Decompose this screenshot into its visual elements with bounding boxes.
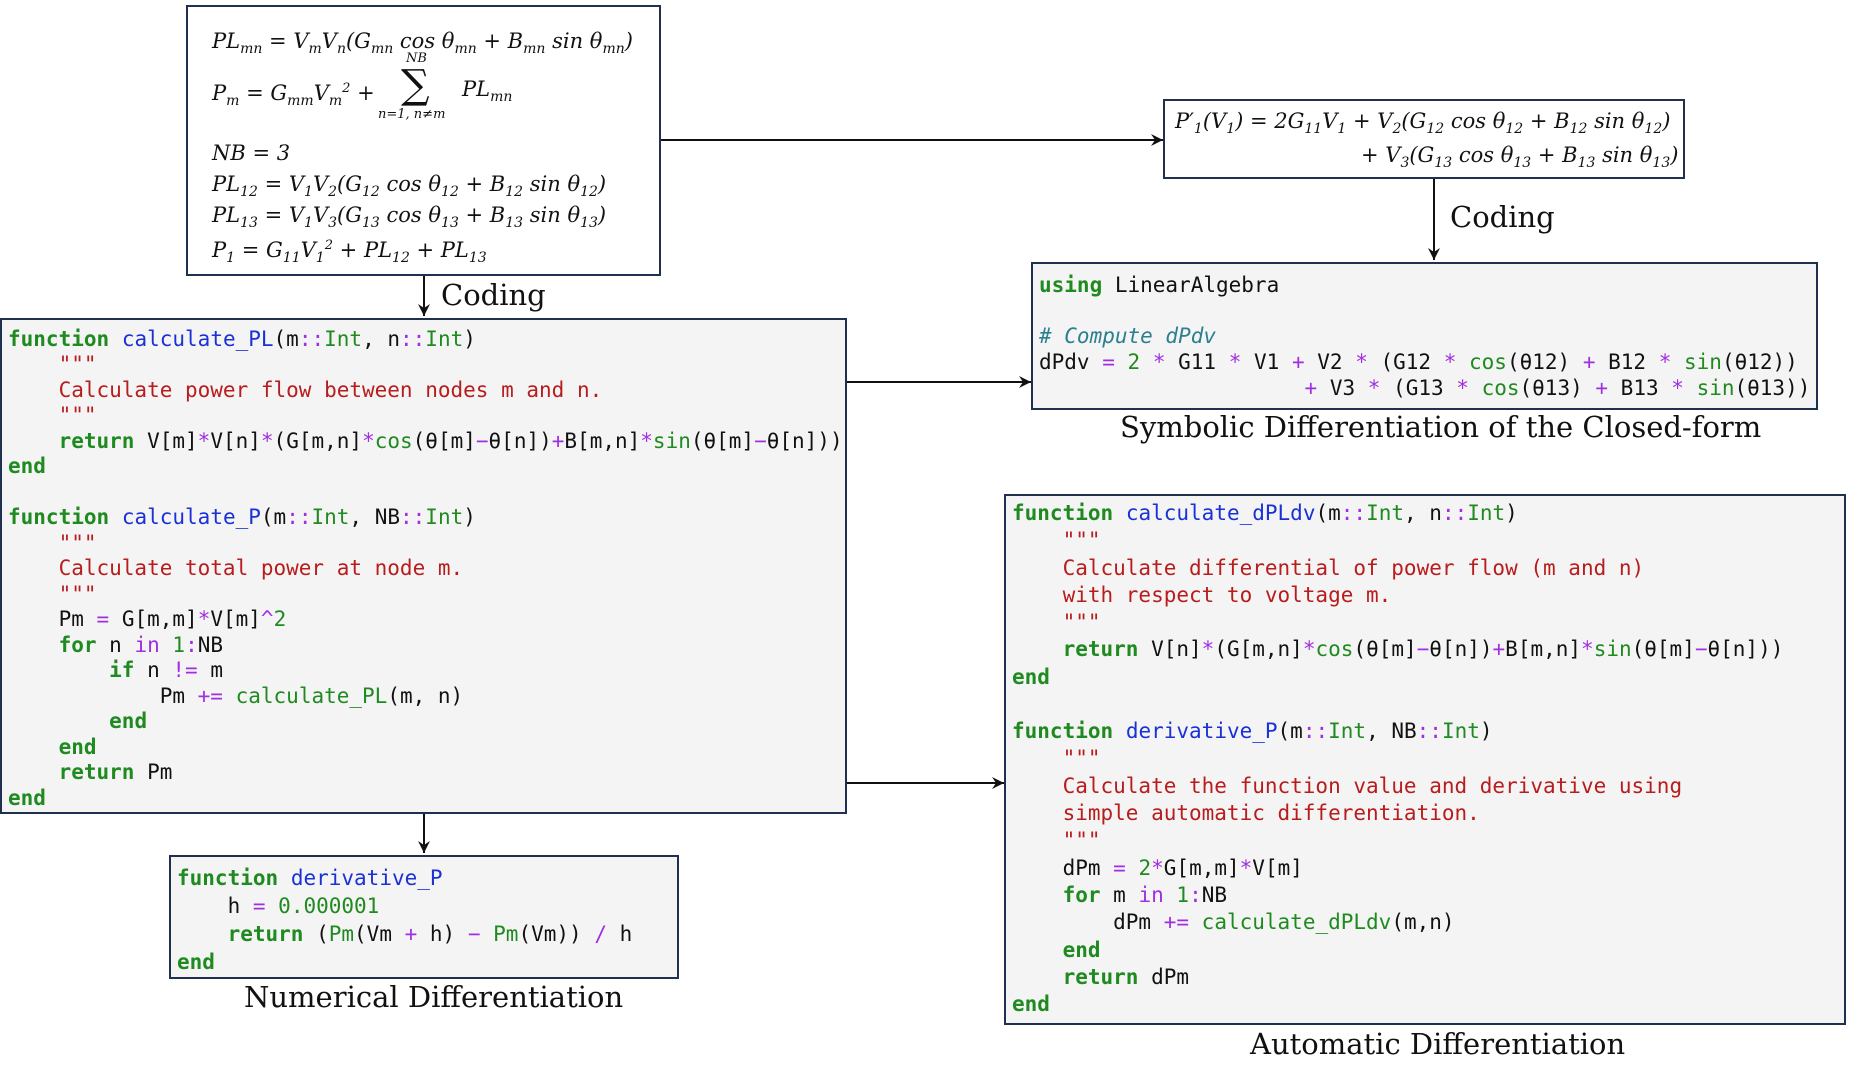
code-line: if n != m	[109, 658, 223, 682]
numerical-caption: Numerical Differentiation	[244, 980, 624, 1014]
code-line: end	[8, 786, 46, 810]
equation-pm: Pm = GmmVm2 +	[212, 81, 375, 110]
code-line: return V[m]*V[n]*(G[m,n]*cos(θ[m]−θ[n])+…	[58, 429, 843, 453]
code-line: Pm += calculate_PL(m, n)	[8, 684, 464, 708]
equation-pl13: PL13 = V1V3(G13 cos θ13 + B13 sin θ13)	[212, 203, 607, 232]
code-line: end	[58, 735, 97, 759]
code-line: """	[8, 582, 97, 606]
code-line: Calculate the function value and derivat…	[1012, 774, 1683, 798]
code-line: end	[8, 454, 46, 478]
code-line: dPm = 2*G[m,m]*V[m]	[1012, 856, 1303, 880]
power-equations-box: PLmn = VmVn(Gmn cos θmn + Bmn sin θmn) P…	[186, 5, 661, 276]
automatic-caption: Automatic Differentiation	[1250, 1027, 1626, 1061]
equation-plmn: PLmn = VmVn(Gmn cos θmn + Bmn sin θmn)	[212, 29, 633, 58]
code-line: with respect to voltage m.	[1012, 583, 1392, 607]
equation-pl12: PL12 = V1V2(G12 cos θ12 + B12 sin θ12)	[212, 172, 607, 201]
equation-pm-pl: PLmn	[462, 77, 513, 106]
code-line: simple automatic differentiation.	[1012, 801, 1480, 825]
automatic-code-box: function calculate_dPLdv(m::Int, n::Int)…	[1004, 494, 1846, 1025]
code-line: dPdv = 2 * G11 * V1 + V2 * (G12 * cos(θ1…	[1039, 350, 1798, 374]
code-line: return V[n]*(G[m,n]*cos(θ[m]−θ[n])+B[m,n…	[1062, 637, 1784, 661]
sum-lower-limit: n=1, n≠m	[378, 107, 446, 122]
code-line: using LinearAlgebra	[1039, 273, 1280, 297]
sum-symbol: ∑	[401, 62, 430, 108]
code-line: Calculate differential of power flow (m …	[1012, 556, 1645, 580]
code-line: """	[1012, 610, 1101, 634]
code-line: h = 0.000001	[177, 894, 380, 918]
coding-label-right: Coding	[1450, 200, 1555, 234]
code-line: """	[8, 403, 97, 427]
derivative-line-1: P′1(V1) = 2G11V1 + V2(G12 cos θ12 + B12 …	[1175, 109, 1671, 138]
code-line: end	[109, 709, 148, 733]
code-line: # Compute dPdv	[1039, 324, 1217, 348]
code-line: Calculate power flow between nodes m and…	[8, 378, 603, 402]
power-code-box: function calculate_PL(m::Int, n::Int) ""…	[0, 318, 847, 814]
code-line: end	[1062, 938, 1101, 962]
code-line: """	[8, 531, 97, 555]
code-line: function calculate_dPLdv(m::Int, n::Int)	[1012, 501, 1518, 525]
code-line: for m in 1:NB	[1062, 883, 1228, 907]
derivative-line-2: + V3(G13 cos θ13 + B13 sin θ13)	[1361, 143, 1679, 172]
code-line: dPm += calculate_dPLdv(m,n)	[1012, 910, 1455, 934]
code-line: """	[1012, 528, 1101, 552]
coding-label-left: Coding	[441, 278, 546, 312]
code-line: function derivative_P	[177, 866, 443, 890]
code-line: return Pm	[58, 760, 173, 784]
code-line: end	[1012, 665, 1050, 689]
code-line: function calculate_PL(m::Int, n::Int)	[8, 327, 476, 351]
sum-upper-limit: NB	[406, 51, 427, 66]
code-line: """	[8, 352, 97, 376]
code-line: Pm = G[m,m]*V[m]^2	[8, 607, 287, 631]
code-line: """	[1012, 828, 1101, 852]
equation-p1: P1 = G11V12 + PL12 + PL13	[212, 238, 487, 267]
code-line: function calculate_P(m::Int, NB::Int)	[8, 505, 476, 529]
symbolic-code-box: using LinearAlgebra # Compute dPdv dPdv …	[1031, 262, 1818, 410]
numerical-code-box: function derivative_P h = 0.000001 retur…	[169, 855, 679, 979]
code-line: + V3 * (G13 * cos(θ13) + B13 * sin(θ13))	[1304, 376, 1811, 400]
code-line: """	[1012, 746, 1101, 770]
equation-nb: NB = 3	[212, 141, 291, 165]
code-line: function derivative_P(m::Int, NB::Int)	[1012, 719, 1493, 743]
code-line: end	[1012, 992, 1050, 1016]
code-line: return dPm	[1062, 965, 1190, 989]
code-line: return (Pm(Vm + h) − Pm(Vm)) / h	[227, 922, 633, 946]
symbolic-caption: Symbolic Differentiation of the Closed-f…	[1120, 410, 1762, 444]
code-line: Calculate total power at node m.	[8, 556, 464, 580]
derivative-equation-box: P′1(V1) = 2G11V1 + V2(G12 cos θ12 + B12 …	[1163, 99, 1685, 179]
code-line: end	[177, 950, 215, 974]
code-line: for n in 1:NB	[58, 633, 224, 657]
